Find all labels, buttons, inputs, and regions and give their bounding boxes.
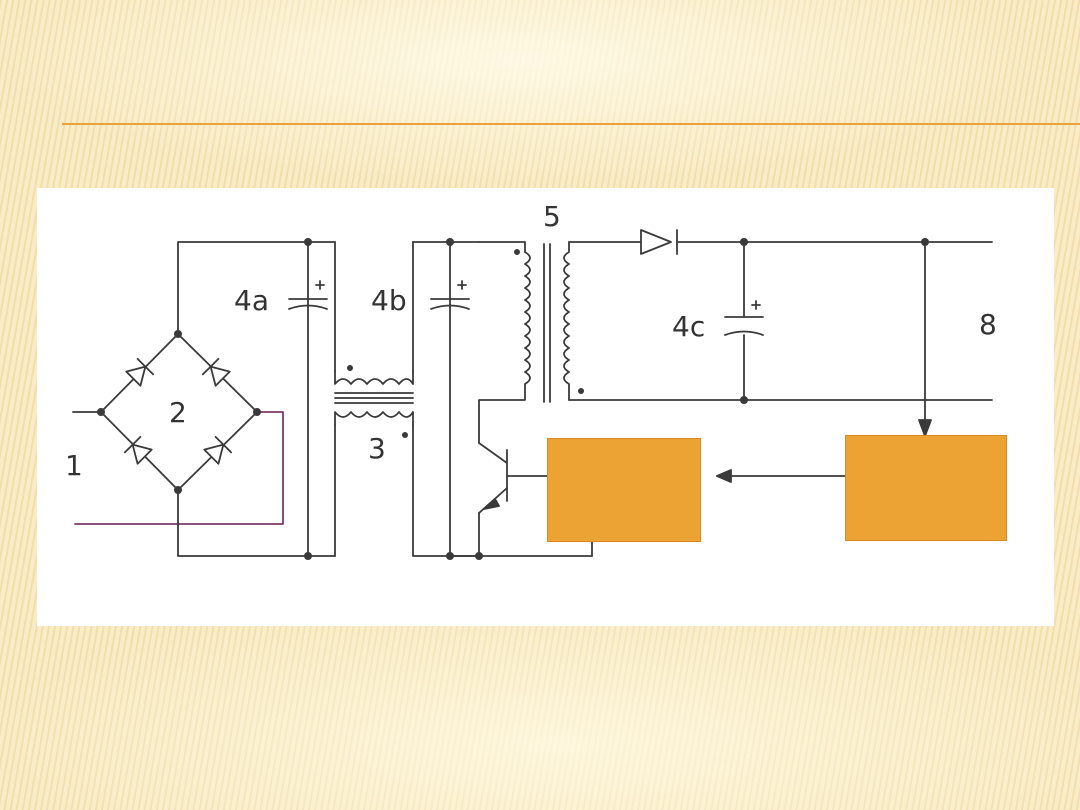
label-capacitor-4a: 4a	[234, 284, 269, 317]
bridge-diode-icon	[125, 357, 155, 387]
label-pulse-transformer: 5	[543, 200, 561, 233]
diode-bridge	[100, 333, 258, 491]
label-capacitor-4c: 4c	[672, 310, 706, 343]
secondary-circuit	[568, 241, 993, 483]
bridge-diode-icon	[123, 435, 153, 465]
label-mains-input: 1	[65, 449, 83, 482]
input-wiring	[72, 411, 284, 525]
label-output-terminals: 8	[979, 308, 997, 341]
pwm-controller-block	[547, 438, 701, 542]
circuit-schematic	[72, 229, 993, 560]
title-divider	[62, 123, 1080, 125]
junction-dots	[97, 238, 929, 560]
circuit-diagram-panel: 1 2 4a 4b 3 5 4c 8	[37, 188, 1054, 626]
label-filter-choke: 3	[368, 432, 386, 465]
label-rectifier-bridge: 2	[169, 396, 187, 429]
capacitor-4b-icon	[430, 280, 470, 310]
capacitor-4c-icon	[724, 300, 764, 336]
primary-rails	[177, 241, 593, 557]
label-capacitor-4b: 4b	[371, 284, 407, 317]
feedback-block	[845, 435, 1007, 541]
output-diode-icon	[640, 229, 678, 255]
bridge-diode-icon	[201, 357, 231, 387]
bridge-diode-icon	[203, 435, 233, 465]
choke-3-icon	[334, 370, 414, 426]
capacitor-4a-icon	[288, 280, 328, 310]
switch-transistor-icon	[478, 442, 548, 557]
transformer-5-icon	[478, 241, 570, 444]
